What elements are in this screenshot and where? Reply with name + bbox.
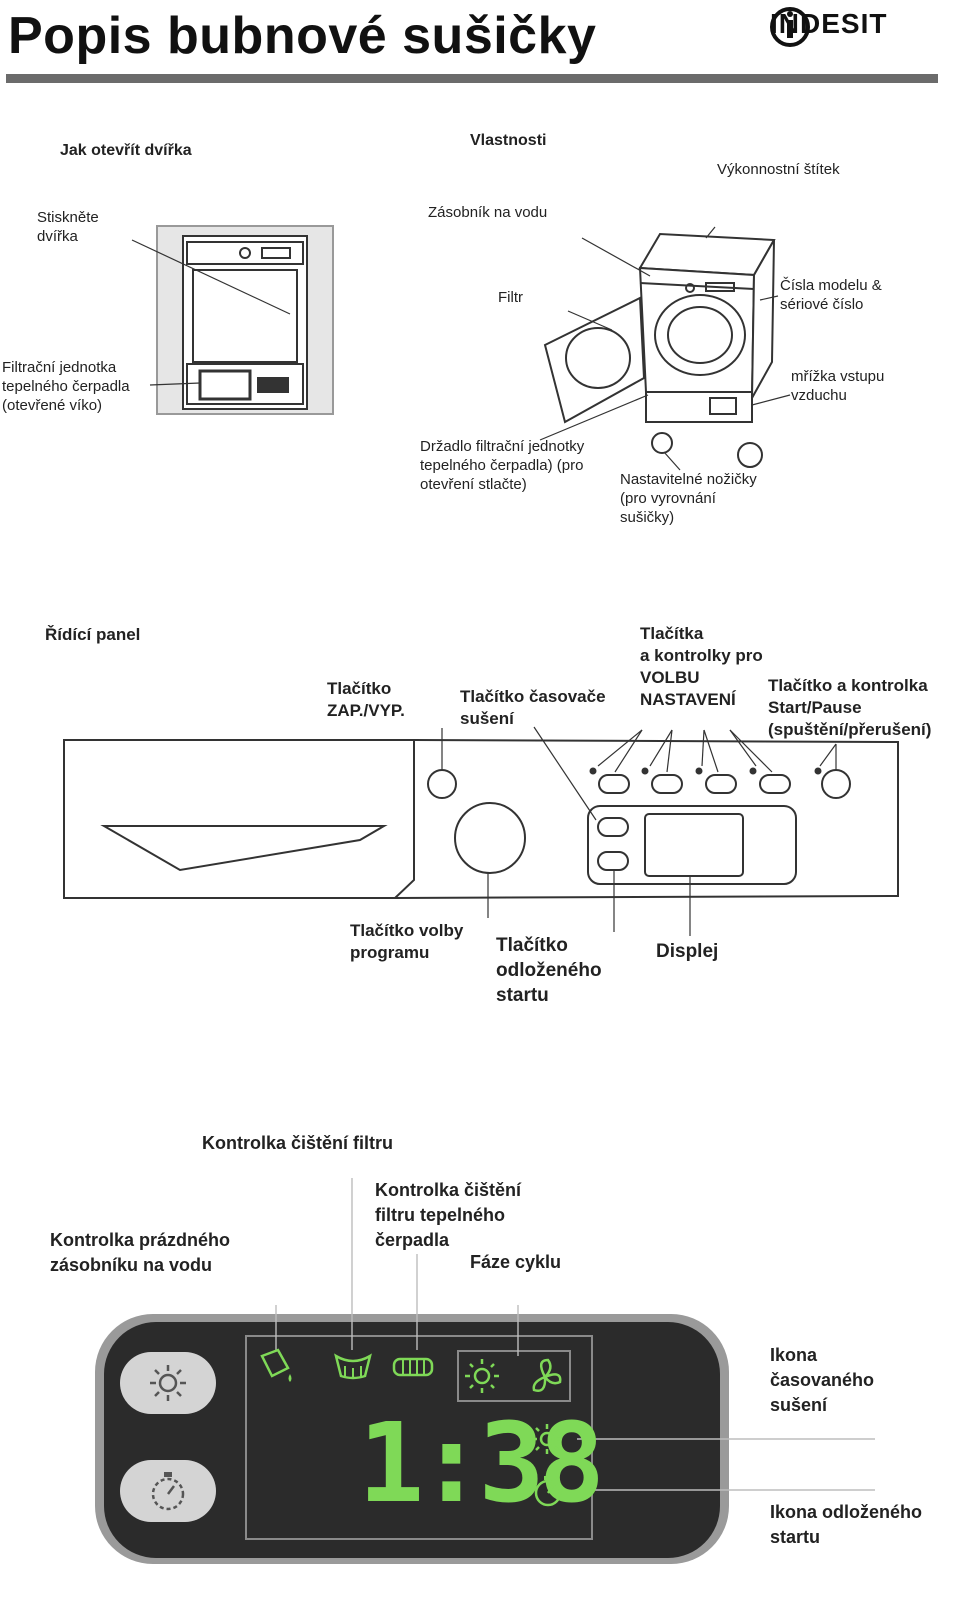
filter-label: Filtr [498, 289, 523, 306]
sun-drying-icon [465, 1359, 499, 1393]
dryer-open-drawing [539, 226, 791, 471]
display-time: 1:38 [358, 1399, 605, 1527]
filter-handle-label: Držadlo filtrační jednotky tepelného čer… [420, 438, 585, 493]
control-panel-heading: Řídící panel [45, 625, 141, 644]
rating-plate-label: Výkonnostní štítek [717, 161, 840, 178]
brand-name: INDESIT [770, 8, 888, 39]
timed-drying-icon [532, 1424, 562, 1454]
delay-label: Tlačítko odloženého startu [496, 935, 602, 1006]
page-title: Popis bubnové sušičky [8, 7, 597, 65]
dryer-front-drawing [131, 225, 334, 415]
door-heading: Jak otevřít dvířka [60, 142, 192, 159]
timer-label: Tlačítko časovače sušení [460, 687, 606, 728]
on-off-label: Tlačítko ZAP./VYP. [327, 679, 405, 720]
press-door-label: Stiskněte dvířka [37, 209, 99, 245]
air-grille-label: mřížka vstupu vzduchu [791, 368, 885, 404]
filter-clean-label: Kontrolka čištění filtru [202, 1133, 394, 1153]
program-label: Tlačítko volby programu [350, 921, 464, 962]
display-panel-drawing [95, 1178, 875, 1564]
water-container-label: Zásobník na vodu [428, 204, 548, 221]
control-panel-drawing [63, 726, 899, 936]
features-heading: Vlastnosti [470, 132, 547, 149]
filter-icon [334, 1353, 372, 1380]
indesit-logo [770, 7, 810, 47]
empty-water-label: Kontrolka prázdného zásobníku na vodu [50, 1230, 231, 1275]
cycle-phase-label: Fáze cyklu [470, 1252, 562, 1272]
options-label: Tlačítka a kontrolky pro VOLBU NASTAVENÍ [640, 624, 763, 709]
heatpump-filter-icon [392, 1357, 434, 1377]
feet-label: Nastavitelné nožičky (pro vyrovnání suši… [620, 471, 757, 526]
filter-unit-label: Filtrační jednotka tepelného čerpadla (o… [2, 359, 130, 414]
water-container-icon [260, 1348, 292, 1382]
start-pause-label: Tlačítko a kontrolka Start/Pause (spuště… [768, 676, 932, 739]
delay-icon-label: Ikona odloženého startu [770, 1502, 923, 1547]
fan-cooling-icon [532, 1358, 562, 1392]
display-label: Displej [656, 941, 719, 962]
sun-button-icon[interactable] [138, 1362, 198, 1404]
model-numbers-label: Čísla modelu & sériové číslo [780, 277, 882, 313]
heatpump-clean-label: Kontrolka čištění filtru tepelného čerpa… [375, 1180, 522, 1250]
delay-timer-button-icon[interactable] [144, 1468, 192, 1514]
timed-icon-label: Ikona časovaného sušení [770, 1345, 875, 1415]
delay-start-icon [534, 1476, 562, 1507]
header-rule [6, 74, 938, 83]
